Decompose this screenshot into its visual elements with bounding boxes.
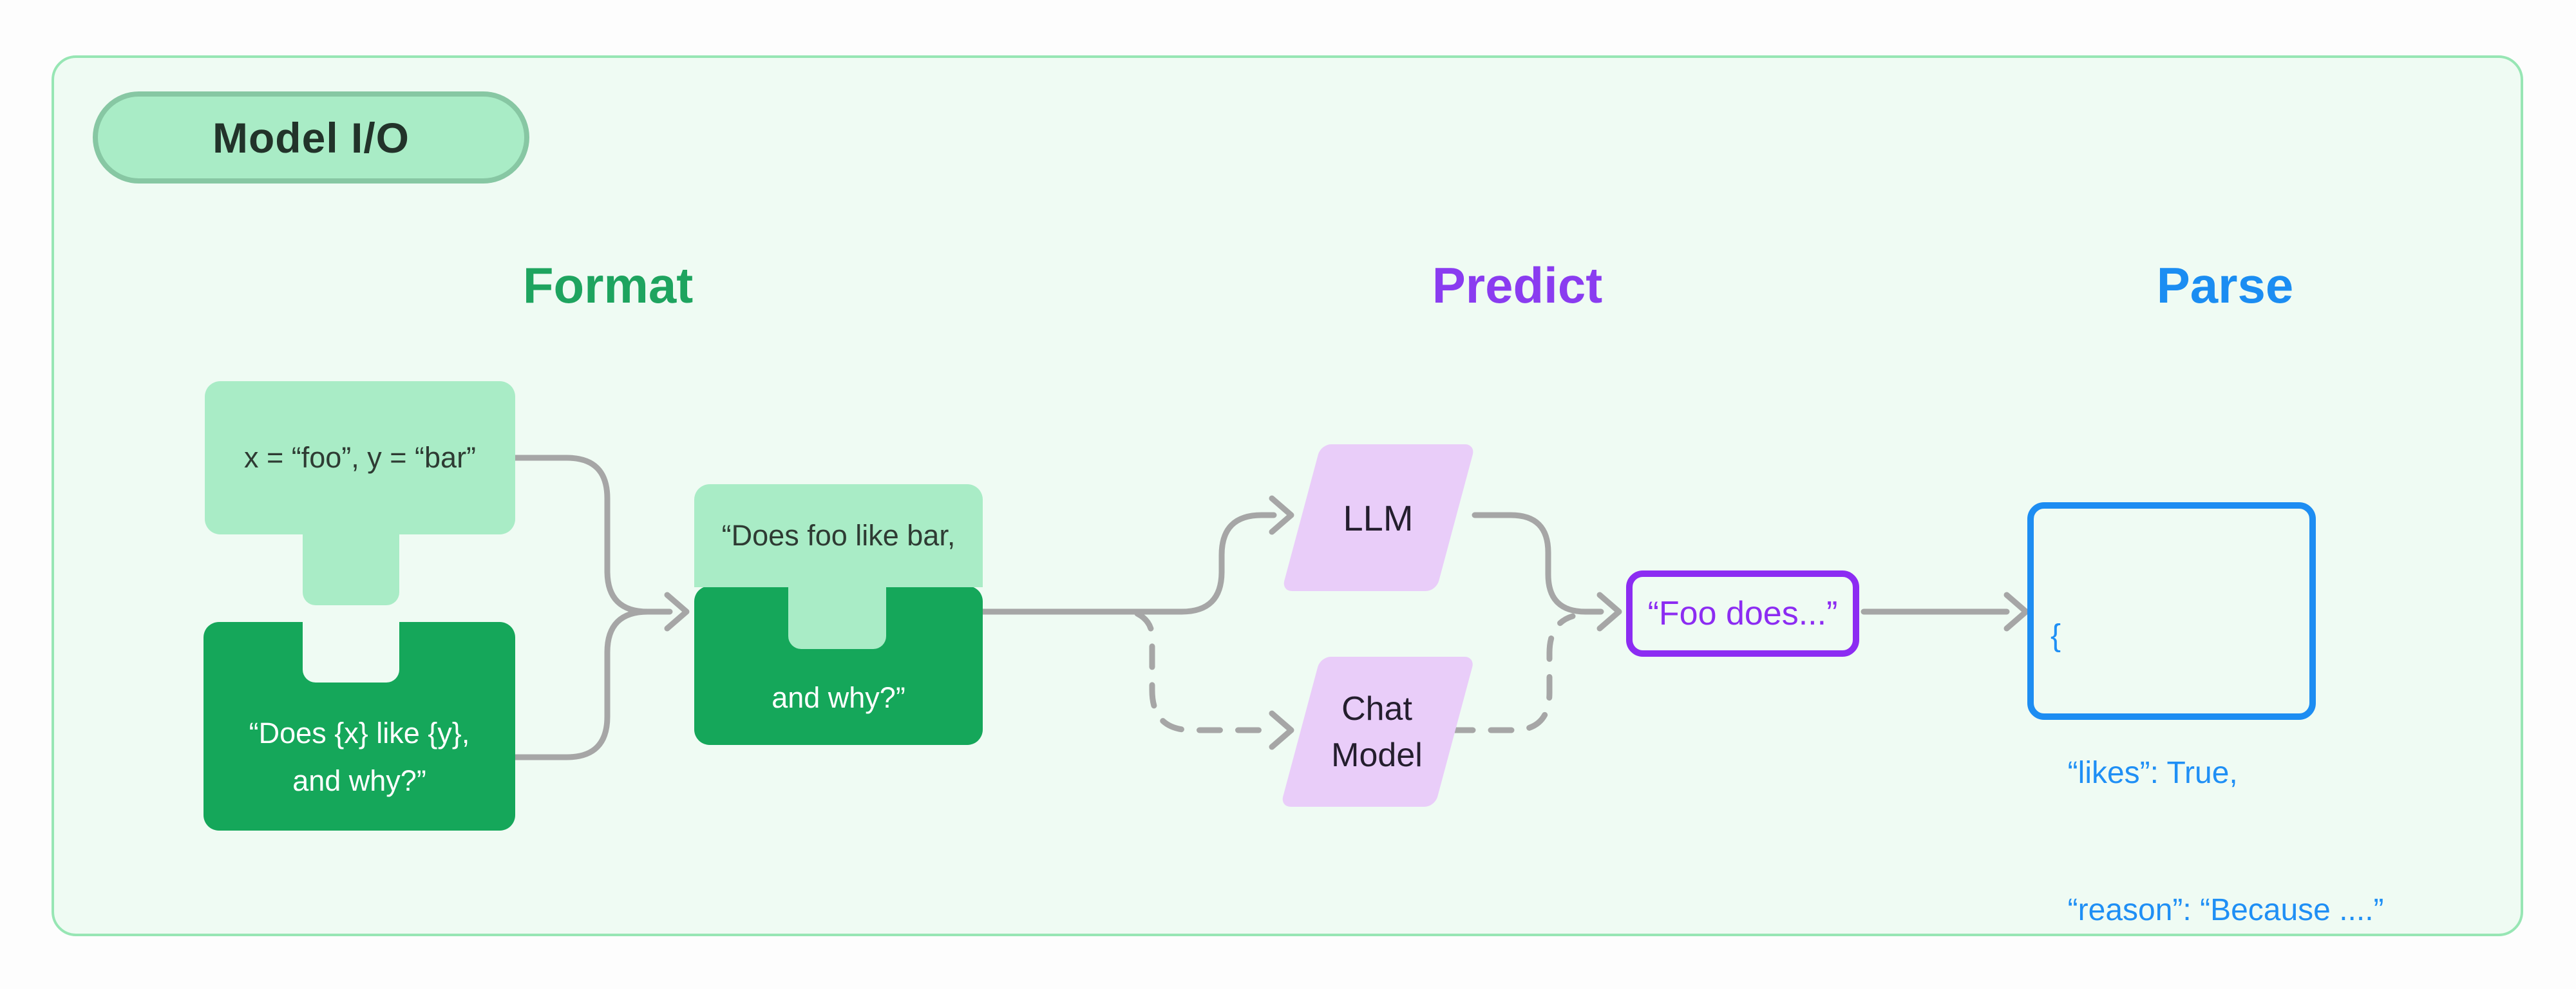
connector-llm-to-output [1472, 512, 1604, 615]
arrowhead-into-output [1596, 592, 1622, 632]
chat-model-label-line2: Model [1331, 736, 1423, 774]
formatted-prompt-line2: and why?” [772, 681, 905, 714]
chat-model-label: Chat Model [1300, 657, 1454, 807]
input-values-piece-tab [303, 532, 399, 605]
parsed-json-line: “reason”: “Because ....” [2050, 893, 2384, 927]
chat-model-label-line1: Chat [1341, 690, 1412, 728]
model-io-badge-label: Model I/O [213, 113, 410, 162]
parsed-json-line: { [2050, 619, 2061, 653]
connector-prompt-to-chat-model [1134, 610, 1273, 733]
model-output-box: “Foo does...” [1626, 570, 1859, 657]
arrowhead-into-parse [2003, 592, 2029, 632]
input-values-piece: x = “foo”, y = “bar” [205, 381, 515, 534]
input-values-text: x = “foo”, y = “bar” [243, 441, 477, 474]
connector-chat-model-to-output [1449, 613, 1576, 733]
arrowhead-into-chat-model [1269, 710, 1294, 750]
connector-values-to-prompt [512, 455, 673, 615]
parse-heading: Parse [2156, 257, 2294, 314]
formatted-prompt-piece-light: “Does foo like bar, [694, 484, 983, 587]
arrowhead-into-prompt [664, 592, 690, 632]
parsed-json-line: “likes”: True, [2050, 756, 2238, 790]
model-io-badge: Model I/O [93, 91, 529, 184]
llm-label: LLM [1343, 497, 1414, 538]
prompt-template-piece-notch [303, 621, 399, 683]
prompt-template-text: “Does {x} like {y}, and why?” [204, 710, 515, 805]
parsed-output-box: { “likes”: True, “reason”: “Because ....… [2027, 502, 2384, 927]
formatted-prompt-piece-tab [788, 586, 886, 649]
prompt-template-line2: and why?” [292, 764, 426, 797]
predict-heading: Predict [1432, 257, 1603, 314]
formatted-prompt-line1: “Does foo like bar, [721, 519, 956, 552]
arrowhead-into-llm [1269, 495, 1294, 535]
connector-prompt-to-llm [980, 512, 1277, 615]
format-heading: Format [522, 257, 694, 314]
connector-template-to-prompt [512, 608, 651, 760]
model-output-text: “Foo does...” [1647, 595, 1838, 632]
prompt-template-line1: “Does {x} like {y}, [249, 717, 470, 749]
